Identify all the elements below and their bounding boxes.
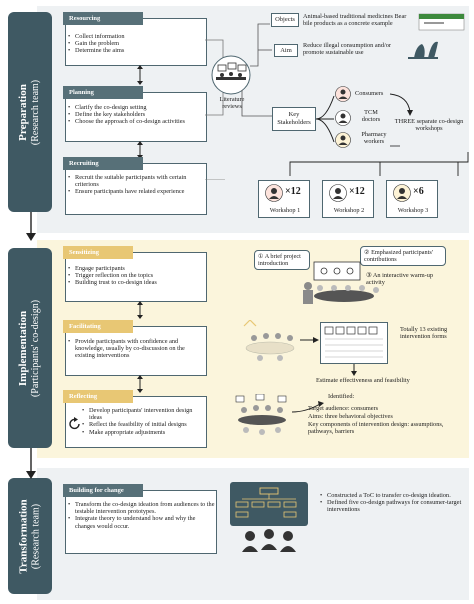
phase-arrow-1 bbox=[26, 212, 36, 241]
objects-label-box: Objects bbox=[271, 13, 299, 27]
planning-item: Clarify the co-design setting bbox=[66, 104, 206, 111]
callout-1: ① A brief project introduction bbox=[254, 250, 310, 270]
identified-label: Identified: bbox=[328, 393, 355, 400]
down-arrow bbox=[351, 364, 357, 376]
preparation-title: Preparation bbox=[17, 83, 30, 141]
intervention-forms-panel bbox=[320, 322, 388, 364]
sensitizing-header: Sensitizing bbox=[63, 246, 133, 259]
phase-arrow-2 bbox=[26, 448, 36, 479]
facilitating-header: Facilitating bbox=[63, 320, 133, 333]
building-box: Transform the co-design ideation from au… bbox=[65, 490, 217, 554]
step-double-arrow bbox=[137, 375, 143, 393]
workshop-count: ×12 bbox=[349, 186, 365, 197]
sensitizing-item: Trigger reflection on the topics bbox=[66, 272, 206, 279]
consumer-icon bbox=[335, 86, 351, 102]
discussion-illustration bbox=[243, 320, 295, 361]
resourcing-item: Gain the problem bbox=[66, 40, 206, 47]
literature-label: Literature reviews bbox=[219, 96, 245, 110]
result-item: Defined five co-design pathways for cons… bbox=[318, 499, 464, 513]
stakeholder-tcm-doctors: TCM doctors bbox=[361, 109, 381, 124]
resourcing-item: Collect information bbox=[66, 33, 206, 40]
forms-text: Totally 13 existing intervention forms bbox=[400, 326, 448, 341]
resourcing-box: Collect information Gain the problem Det… bbox=[65, 18, 207, 66]
identified-line-3: Key components of intervention design: a… bbox=[308, 421, 444, 436]
step-double-arrow bbox=[137, 301, 143, 319]
transformation-phase-label: Transformation(Research team) bbox=[8, 478, 52, 594]
planning-header: Planning bbox=[63, 86, 143, 99]
arrow-to-forms bbox=[300, 337, 319, 343]
implementation-phase-label: Implementation(Participants' co-design) bbox=[8, 248, 52, 448]
recruiting-header: Recruiting bbox=[63, 157, 143, 170]
reflecting-header: Reflecting bbox=[63, 390, 133, 403]
arrow-to-identified bbox=[292, 401, 324, 413]
reflecting-box: Develop participants' intervention desig… bbox=[65, 396, 207, 448]
workshop-label: Workshop 1 bbox=[269, 207, 301, 214]
tcm-doctor-icon bbox=[335, 110, 351, 126]
pharmacy-worker-icon bbox=[335, 132, 351, 148]
plant-bear-icon bbox=[408, 41, 438, 59]
objects-text: Animal-based traditional medicines Bear … bbox=[303, 13, 407, 28]
recruiting-item: Ensure participants have related experie… bbox=[66, 188, 206, 195]
identified-line-1: Target audience: consumers bbox=[308, 405, 379, 412]
reflecting-item: Make appropriate adjustments bbox=[80, 429, 206, 436]
stakeholder-branches bbox=[316, 95, 335, 143]
stakeholder-pharmacy-workers: Pharmacy workers bbox=[361, 131, 387, 146]
workshop-label: Workshop 2 bbox=[333, 207, 365, 214]
aim-text: Reduce illegal consumption and/or promot… bbox=[303, 42, 391, 57]
preparation-subtitle: (Research team) bbox=[30, 79, 42, 145]
reflecting-illustration bbox=[235, 394, 287, 435]
stakeholders-box: Key Stakeholders bbox=[272, 107, 316, 131]
briefing-illustration bbox=[303, 261, 379, 304]
resourcing-header: Resourcing bbox=[63, 12, 143, 25]
transformation-subtitle: (Research team) bbox=[30, 503, 42, 569]
planning-item: Choose the approach of co-design activit… bbox=[66, 118, 206, 125]
workshop-card-3: ×6 Workshop 3 bbox=[386, 180, 438, 218]
literature-icon bbox=[211, 55, 251, 95]
planning-item: Define the key stakeholders bbox=[66, 111, 206, 118]
preparation-phase-label: Preparation(Research team) bbox=[8, 12, 52, 212]
workshop-card-2: ×12 Workshop 2 bbox=[322, 180, 374, 218]
estimate-text: Estimate effectiveness and feasibility bbox=[316, 377, 410, 384]
reflecting-item: Reflect the feasibility of initial desig… bbox=[80, 421, 206, 428]
workshops-text: THREE separate co-design workshops bbox=[394, 118, 464, 133]
workshop-card-1: ×12 Workshop 1 bbox=[258, 180, 310, 218]
pharmacy-worker-icon bbox=[393, 184, 411, 202]
tcm-doctor-icon bbox=[329, 184, 347, 202]
refresh-icon bbox=[69, 417, 80, 430]
workshop-label: Workshop 3 bbox=[397, 207, 429, 214]
lit-to-stakeholders bbox=[241, 90, 272, 117]
reflecting-item: Develop participants' intervention desig… bbox=[80, 407, 206, 421]
toc-presentation-illustration bbox=[230, 482, 308, 552]
implementation-title: Implementation bbox=[17, 310, 30, 386]
planning-box: Clarify the co-design setting Define the… bbox=[65, 92, 207, 142]
identified-line-2: Aims: three behavioral objectives bbox=[308, 413, 393, 420]
workshop-connector bbox=[289, 152, 469, 176]
workshop-count: ×6 bbox=[413, 186, 424, 197]
callout-3: ③ An interactive warm-up activity bbox=[366, 272, 434, 287]
recruiting-item: Recruit the suitable participants with c… bbox=[66, 174, 206, 188]
result-item: Constructed a ToC to transfer co-design … bbox=[318, 492, 464, 499]
bear-bile-product-image bbox=[418, 13, 465, 31]
sensitizing-box: Engage participants Trigger reflection o… bbox=[65, 252, 207, 302]
stakeholder-to-workshops bbox=[389, 93, 413, 147]
recruiting-box: Recruit the suitable participants with c… bbox=[65, 163, 207, 215]
aim-label-box: Aim bbox=[274, 44, 298, 57]
facilitating-item: Provide participants with confidence and… bbox=[66, 338, 206, 360]
facilitating-box: Provide participants with confidence and… bbox=[65, 326, 207, 376]
step-double-arrow bbox=[137, 65, 143, 85]
building-header: Building for change bbox=[63, 484, 143, 497]
consumer-icon bbox=[265, 184, 283, 202]
stakeholder-consumers: Consumers bbox=[355, 90, 384, 97]
workshop-count: ×12 bbox=[285, 186, 301, 197]
implementation-subtitle: (Participants' co-design) bbox=[30, 299, 42, 397]
building-item: Transform the co-design ideation from au… bbox=[66, 501, 216, 515]
lit-connector bbox=[250, 23, 272, 67]
sensitizing-item: Building trust to co-design ideas bbox=[66, 279, 206, 286]
sensitizing-item: Engage participants bbox=[66, 265, 206, 272]
intervention-forms-icons bbox=[324, 326, 383, 358]
callout-2: ② Emphasized participants' contributions bbox=[360, 246, 446, 266]
transformation-title: Transformation bbox=[17, 498, 30, 574]
resourcing-item: Determine the aims bbox=[66, 47, 206, 54]
building-item: Integrate theory to understand how and w… bbox=[66, 515, 216, 529]
